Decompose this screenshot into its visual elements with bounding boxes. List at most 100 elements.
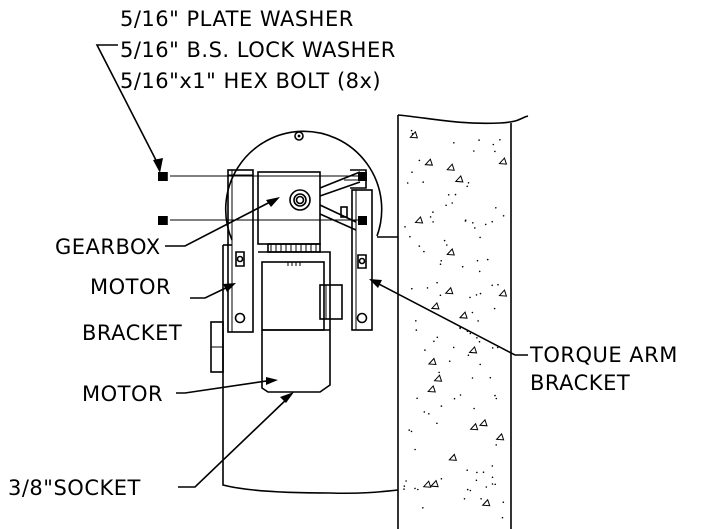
plate-washer-label: 5/16" PLATE WASHER bbox=[120, 7, 354, 31]
concrete-speck bbox=[451, 202, 454, 204]
concrete-speck bbox=[475, 294, 478, 296]
hex-bolt-label: 5/16"x1" HEX BOLT (8x) bbox=[120, 69, 381, 93]
bolt-head-icon bbox=[158, 216, 167, 225]
concrete-speck bbox=[475, 479, 478, 482]
concrete-speck bbox=[405, 480, 407, 482]
concrete-aggregate bbox=[430, 301, 440, 310]
concrete-speck bbox=[417, 488, 419, 491]
concrete-speck bbox=[480, 498, 482, 500]
concrete-speck bbox=[478, 270, 481, 273]
concrete-speck bbox=[452, 346, 455, 349]
concrete-speck bbox=[461, 265, 464, 268]
socket-label: 3/8"SOCKET bbox=[8, 476, 141, 500]
concrete-aggregate bbox=[430, 479, 439, 488]
concrete-speck bbox=[445, 204, 447, 207]
torque-arm-label-line2: BRACKET bbox=[530, 371, 630, 395]
concrete-aggregate bbox=[498, 157, 508, 165]
concrete-speck bbox=[422, 181, 425, 183]
concrete-speck bbox=[466, 488, 469, 491]
lock-washer-label: 5/16" B.S. LOCK WASHER bbox=[120, 38, 396, 62]
concrete-speck bbox=[440, 260, 443, 262]
leaders bbox=[95, 44, 528, 488]
drive-wheel bbox=[224, 130, 383, 241]
concrete-post bbox=[397, 114, 529, 529]
concrete-aggregate bbox=[458, 311, 468, 319]
concrete-speck bbox=[501, 516, 504, 519]
concrete-speck bbox=[403, 488, 405, 490]
concrete-aggregate bbox=[433, 374, 443, 382]
concrete-speck bbox=[440, 478, 443, 480]
concrete-aggregate bbox=[427, 357, 437, 366]
concrete-speck bbox=[432, 211, 434, 213]
concrete-speck bbox=[466, 185, 469, 188]
concrete-aggregate bbox=[446, 248, 455, 256]
concrete-speck bbox=[495, 397, 498, 400]
concrete-speck bbox=[415, 329, 418, 331]
concrete-aggregate bbox=[498, 289, 508, 297]
concrete-speck bbox=[492, 143, 495, 146]
arrow-icon bbox=[223, 283, 236, 292]
concrete-speck bbox=[403, 485, 406, 487]
concrete-speck bbox=[454, 193, 457, 196]
gearbox-label: GEARBOX bbox=[55, 235, 161, 259]
concrete-speck bbox=[453, 397, 456, 400]
concrete-speck bbox=[478, 340, 481, 343]
concrete-speck bbox=[497, 283, 499, 286]
concrete-speck bbox=[418, 245, 421, 247]
concrete-aggregate bbox=[478, 418, 488, 427]
concrete-speck bbox=[416, 397, 418, 400]
concrete-speck bbox=[473, 150, 475, 152]
concrete-aggregate bbox=[444, 286, 454, 295]
concrete-speck bbox=[477, 320, 479, 322]
concrete-aggregate bbox=[427, 384, 436, 393]
concrete-aggregate bbox=[414, 215, 424, 224]
arrow-icon bbox=[369, 279, 382, 288]
concrete-speck bbox=[469, 489, 472, 492]
concrete-speck bbox=[415, 320, 417, 322]
concrete-aggregate bbox=[495, 432, 505, 441]
concrete-speck bbox=[491, 483, 494, 485]
concrete-speck bbox=[459, 394, 462, 396]
concrete-speck bbox=[479, 236, 481, 239]
arrow-icon bbox=[153, 158, 163, 173]
concrete-aggregate bbox=[446, 163, 455, 171]
concrete-speck bbox=[494, 150, 496, 153]
hex-bolts bbox=[158, 172, 367, 225]
arrow-icon bbox=[280, 392, 294, 403]
concrete-speck bbox=[495, 444, 498, 446]
concrete-speck bbox=[446, 244, 448, 246]
gearbox-body bbox=[257, 171, 321, 253]
concrete-aggregate bbox=[468, 345, 478, 354]
concrete-speck bbox=[448, 360, 451, 363]
concrete-speck bbox=[478, 139, 480, 141]
concrete-speck bbox=[494, 394, 496, 397]
concrete-speck bbox=[476, 471, 478, 474]
concrete-speck bbox=[410, 430, 413, 433]
concrete-speck bbox=[467, 182, 470, 184]
concrete-aggregate bbox=[469, 422, 479, 431]
bolt-head-icon bbox=[158, 172, 167, 181]
torque-arm-hole-icon bbox=[356, 312, 368, 324]
concrete-speck bbox=[479, 363, 482, 366]
concrete-speck bbox=[499, 139, 501, 141]
concrete-speck bbox=[491, 347, 494, 349]
concrete-speck bbox=[432, 221, 434, 223]
concrete-speck bbox=[502, 501, 505, 504]
concrete-speck bbox=[436, 422, 438, 425]
concrete-speck bbox=[476, 259, 479, 262]
concrete-speck bbox=[472, 222, 474, 224]
concrete-speck bbox=[422, 507, 424, 509]
concrete-speck bbox=[436, 281, 438, 284]
torque-arm bbox=[319, 169, 373, 331]
concrete-speck bbox=[439, 294, 442, 297]
concrete-speck bbox=[429, 216, 432, 218]
wheel-hub-icon bbox=[294, 131, 304, 141]
arrow-icon bbox=[266, 377, 278, 385]
concrete-speck bbox=[423, 411, 426, 413]
concrete-speck bbox=[473, 407, 475, 410]
concrete-speck bbox=[489, 376, 492, 379]
concrete-speck bbox=[423, 250, 425, 253]
motor-junction-box bbox=[319, 284, 343, 320]
mounting-plate bbox=[210, 236, 399, 495]
